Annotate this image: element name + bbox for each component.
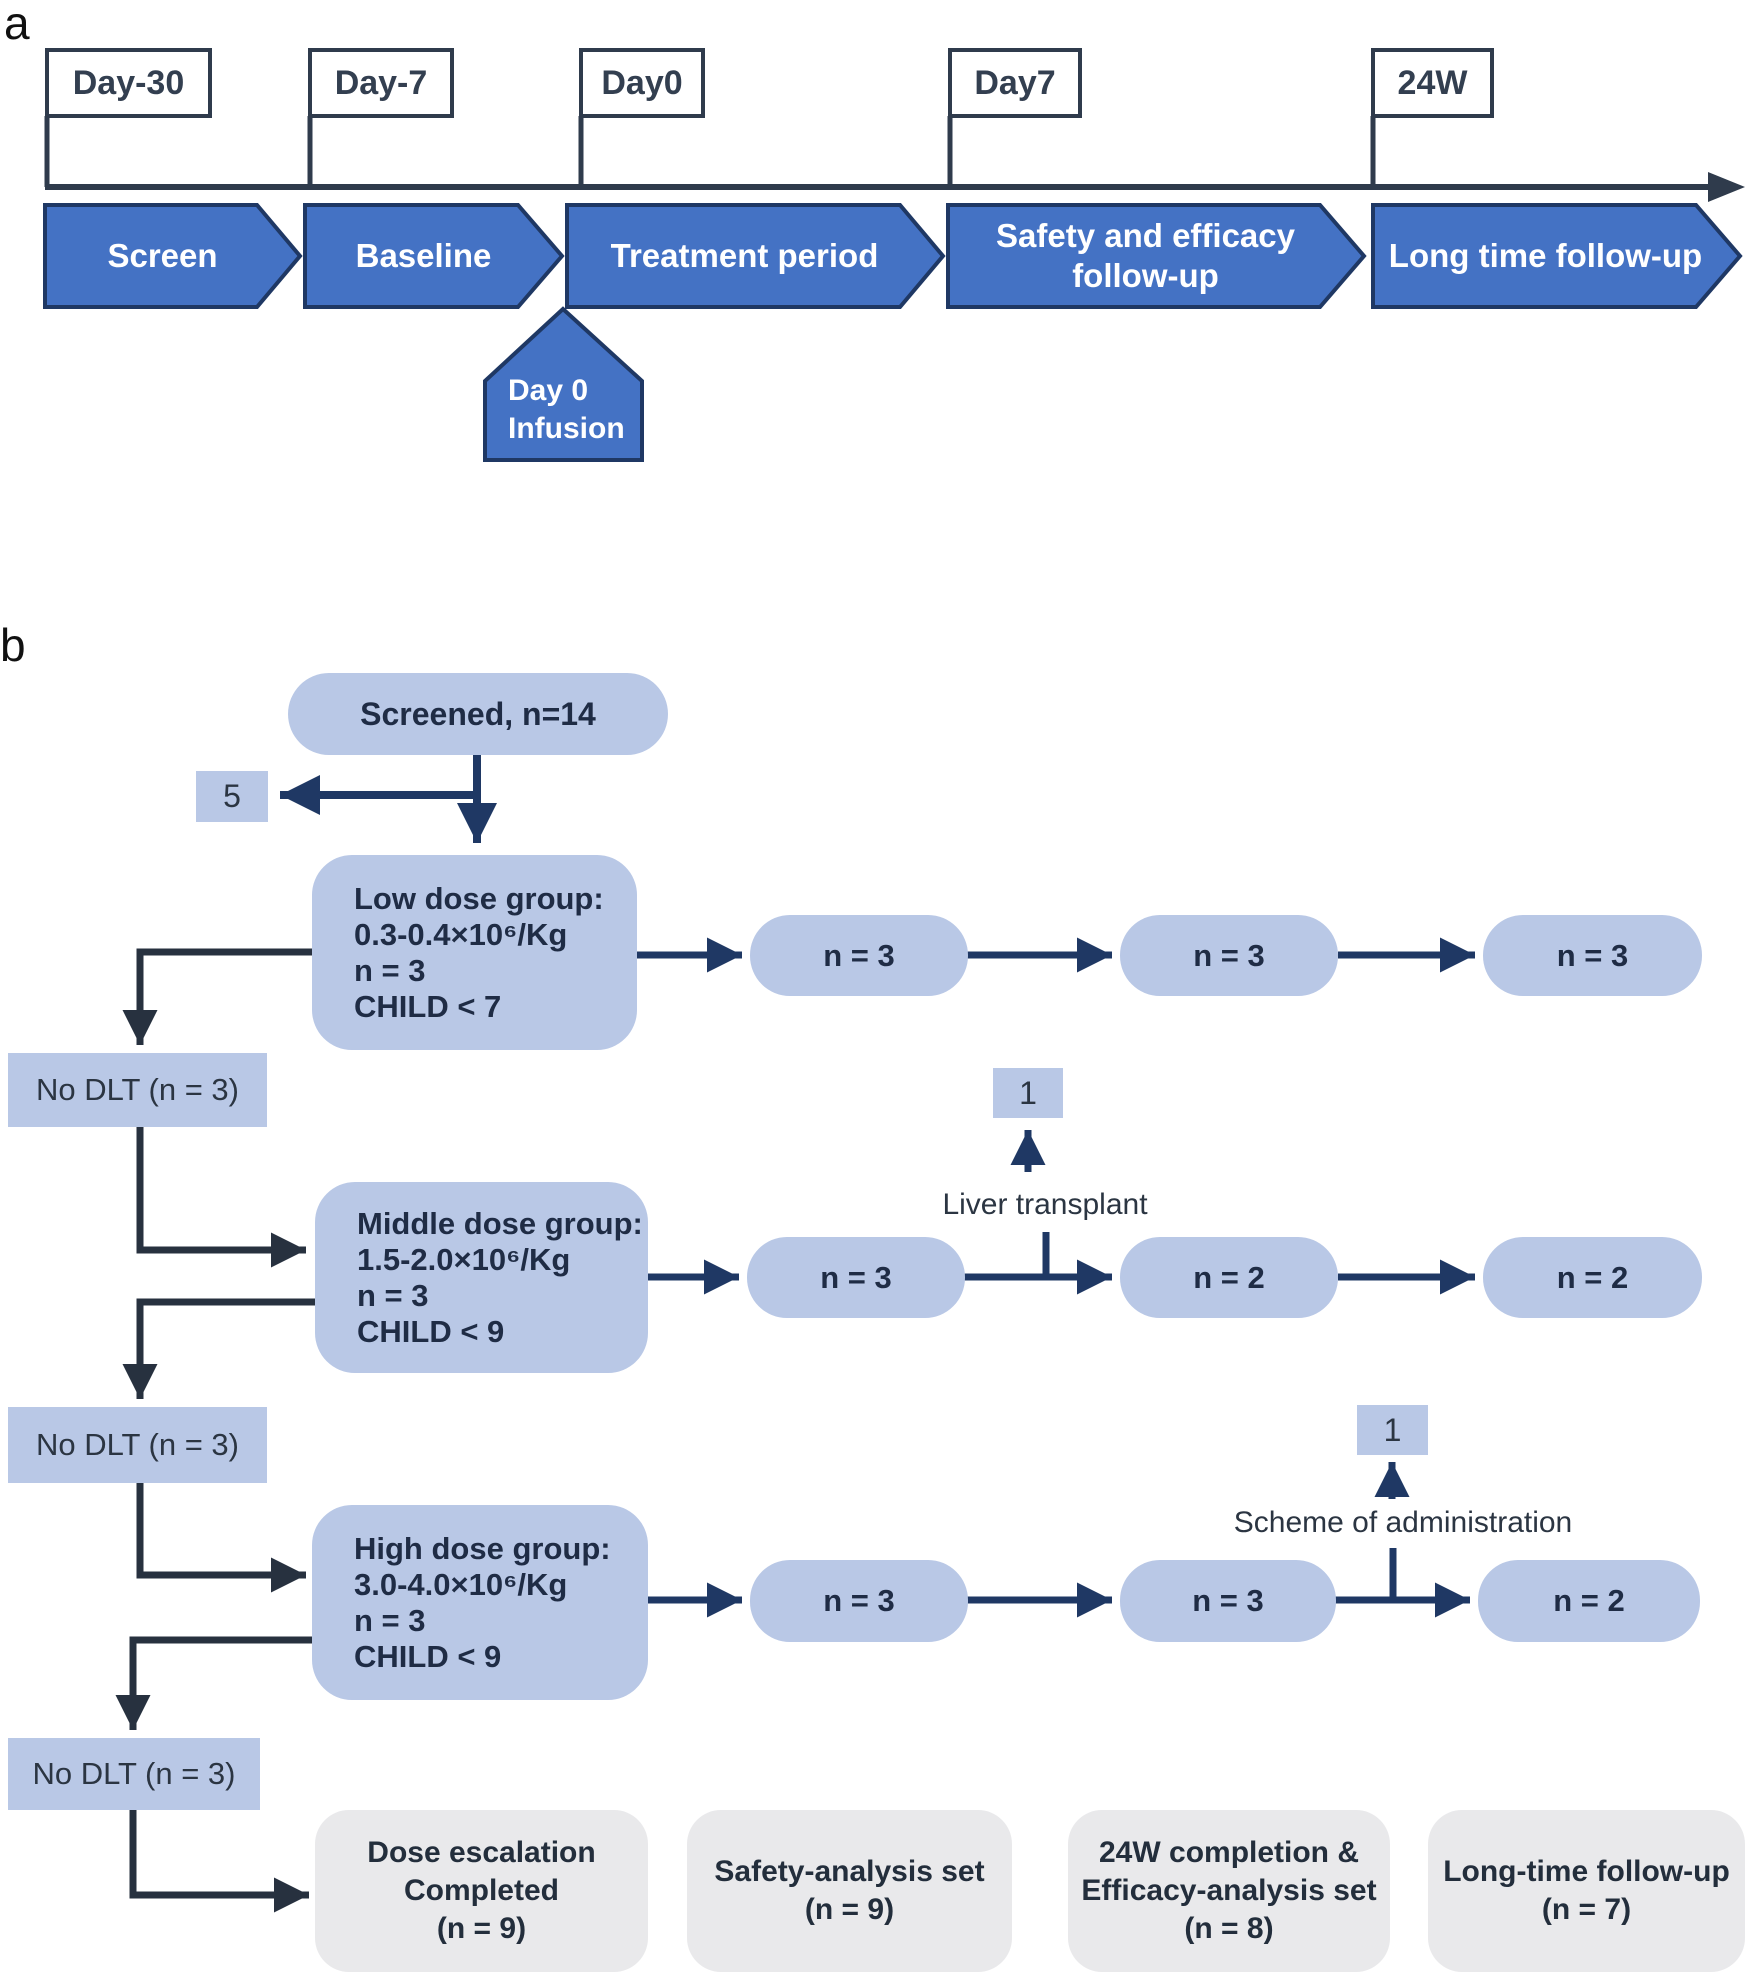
scheme-dropout-label: Scheme of administration: [1233, 1506, 1573, 1539]
pill-row2-col3: n = 2: [1483, 1237, 1702, 1318]
high-dose-box: High dose group: 3.0-4.0×10⁶/Kg n = 3 CH…: [312, 1505, 648, 1700]
no-dlt-box-1: No DLT (n = 3): [8, 1053, 267, 1127]
pill-row1-col2: n = 3: [1120, 915, 1338, 996]
summary-dose-escalation-box: Dose escalation Completed (n = 9): [315, 1810, 648, 1972]
middle-dose-line3: n = 3: [357, 1277, 429, 1313]
phase-label-safety: Safety and efficacy follow-up: [996, 217, 1295, 294]
middle-dose-box: Middle dose group: 1.5-2.0×10⁶/Kg n = 3 …: [315, 1182, 648, 1373]
pill-row3-col1: n = 3: [750, 1560, 968, 1642]
summary-longtime-followup-box: Long-time follow-up (n = 7): [1428, 1810, 1745, 1972]
summary1-line3: (n = 9): [436, 1912, 527, 1945]
infusion-line1: Day 0: [508, 374, 589, 407]
panel-b-label: b: [0, 619, 26, 671]
low-dose-line4: CHILD < 7: [354, 988, 502, 1024]
low-dose-line1: Low dose group:: [354, 880, 604, 916]
infusion-line2: Infusion: [508, 412, 625, 445]
phase-label-screen: Screen: [107, 237, 218, 274]
pill-row1-col3: n = 3: [1483, 915, 1702, 996]
summary3-line3: (n = 8): [1184, 1912, 1274, 1945]
pill-row2-col2: n = 2: [1120, 1237, 1338, 1318]
summary1-line1: Dose escalation: [367, 1836, 596, 1869]
high-dose-line4: CHILD < 9: [354, 1638, 502, 1674]
panel-a-label: a: [4, 0, 30, 49]
phase-shape-longterm: [1371, 203, 1743, 309]
flag-day-30: Day-30: [45, 48, 212, 118]
low-dose-line2: 0.3-0.4×10⁶/Kg: [354, 916, 568, 952]
summary4-line1: Long-time follow-up: [1443, 1855, 1730, 1888]
excluded-count-box: 5: [196, 771, 268, 822]
pill-row3-col2: n = 3: [1120, 1560, 1336, 1642]
phase-shape-baseline: [303, 203, 565, 309]
no-dlt-box-3: No DLT (n = 3): [8, 1738, 260, 1810]
flag-day7: Day7: [948, 48, 1082, 118]
infusion-callout-text: Day 0 Infusion: [508, 372, 638, 448]
timeline-graphic: [43, 116, 1745, 462]
liver-dropout-count-box: 1: [993, 1068, 1063, 1118]
scheme-dropout-count-box: 1: [1357, 1405, 1428, 1455]
flag-24w: 24W: [1371, 48, 1494, 118]
no-dlt-box-2: No DLT (n = 3): [8, 1407, 267, 1483]
flag-day-7: Day-7: [308, 48, 454, 118]
high-dose-line3: n = 3: [354, 1602, 426, 1638]
phase-label-baseline: Baseline: [355, 237, 492, 274]
summary3-line2: Efficacy-analysis set: [1081, 1874, 1377, 1907]
timeline-arrowhead: [1708, 172, 1745, 202]
middle-dose-line1: Middle dose group:: [357, 1205, 643, 1241]
low-dose-line3: n = 3: [354, 952, 426, 988]
low-dose-box: Low dose group: 0.3-0.4×10⁶/Kg n = 3 CHI…: [312, 855, 637, 1050]
high-dose-line1: High dose group:: [354, 1530, 611, 1566]
summary1-line2: Completed: [403, 1874, 559, 1907]
liver-dropout-label: Liver transplant: [942, 1188, 1148, 1221]
phase-label-treatment: Treatment period: [610, 237, 879, 274]
summary-24w-completion-box: 24W completion & Efficacy-analysis set (…: [1068, 1810, 1390, 1972]
pill-row1-col1: n = 3: [750, 915, 968, 996]
summary2-line2: (n = 9): [804, 1893, 895, 1926]
summary3-line1: 24W completion &: [1098, 1836, 1360, 1869]
infusion-pentagon: [483, 306, 644, 462]
middle-dose-line2: 1.5-2.0×10⁶/Kg: [357, 1241, 571, 1277]
summary2-line1: Safety-analysis set: [714, 1855, 985, 1888]
high-dose-line2: 3.0-4.0×10⁶/Kg: [354, 1566, 568, 1602]
phase-label-longterm: Long time follow-up: [1388, 237, 1703, 274]
summary-safety-analysis-box: Safety-analysis set (n = 9): [687, 1810, 1012, 1972]
screened-box: Screened, n=14: [288, 673, 668, 755]
phase-shape-safety: [946, 203, 1367, 309]
flag-day0: Day0: [579, 48, 705, 118]
phase-shape-treatment: [565, 203, 946, 309]
phase-shape-screen: [43, 203, 303, 309]
pill-row2-col1: n = 3: [747, 1237, 965, 1318]
middle-dose-line4: CHILD < 9: [357, 1313, 505, 1349]
summary4-line2: (n = 7): [1541, 1893, 1632, 1926]
pill-row3-col3: n = 2: [1478, 1560, 1700, 1642]
